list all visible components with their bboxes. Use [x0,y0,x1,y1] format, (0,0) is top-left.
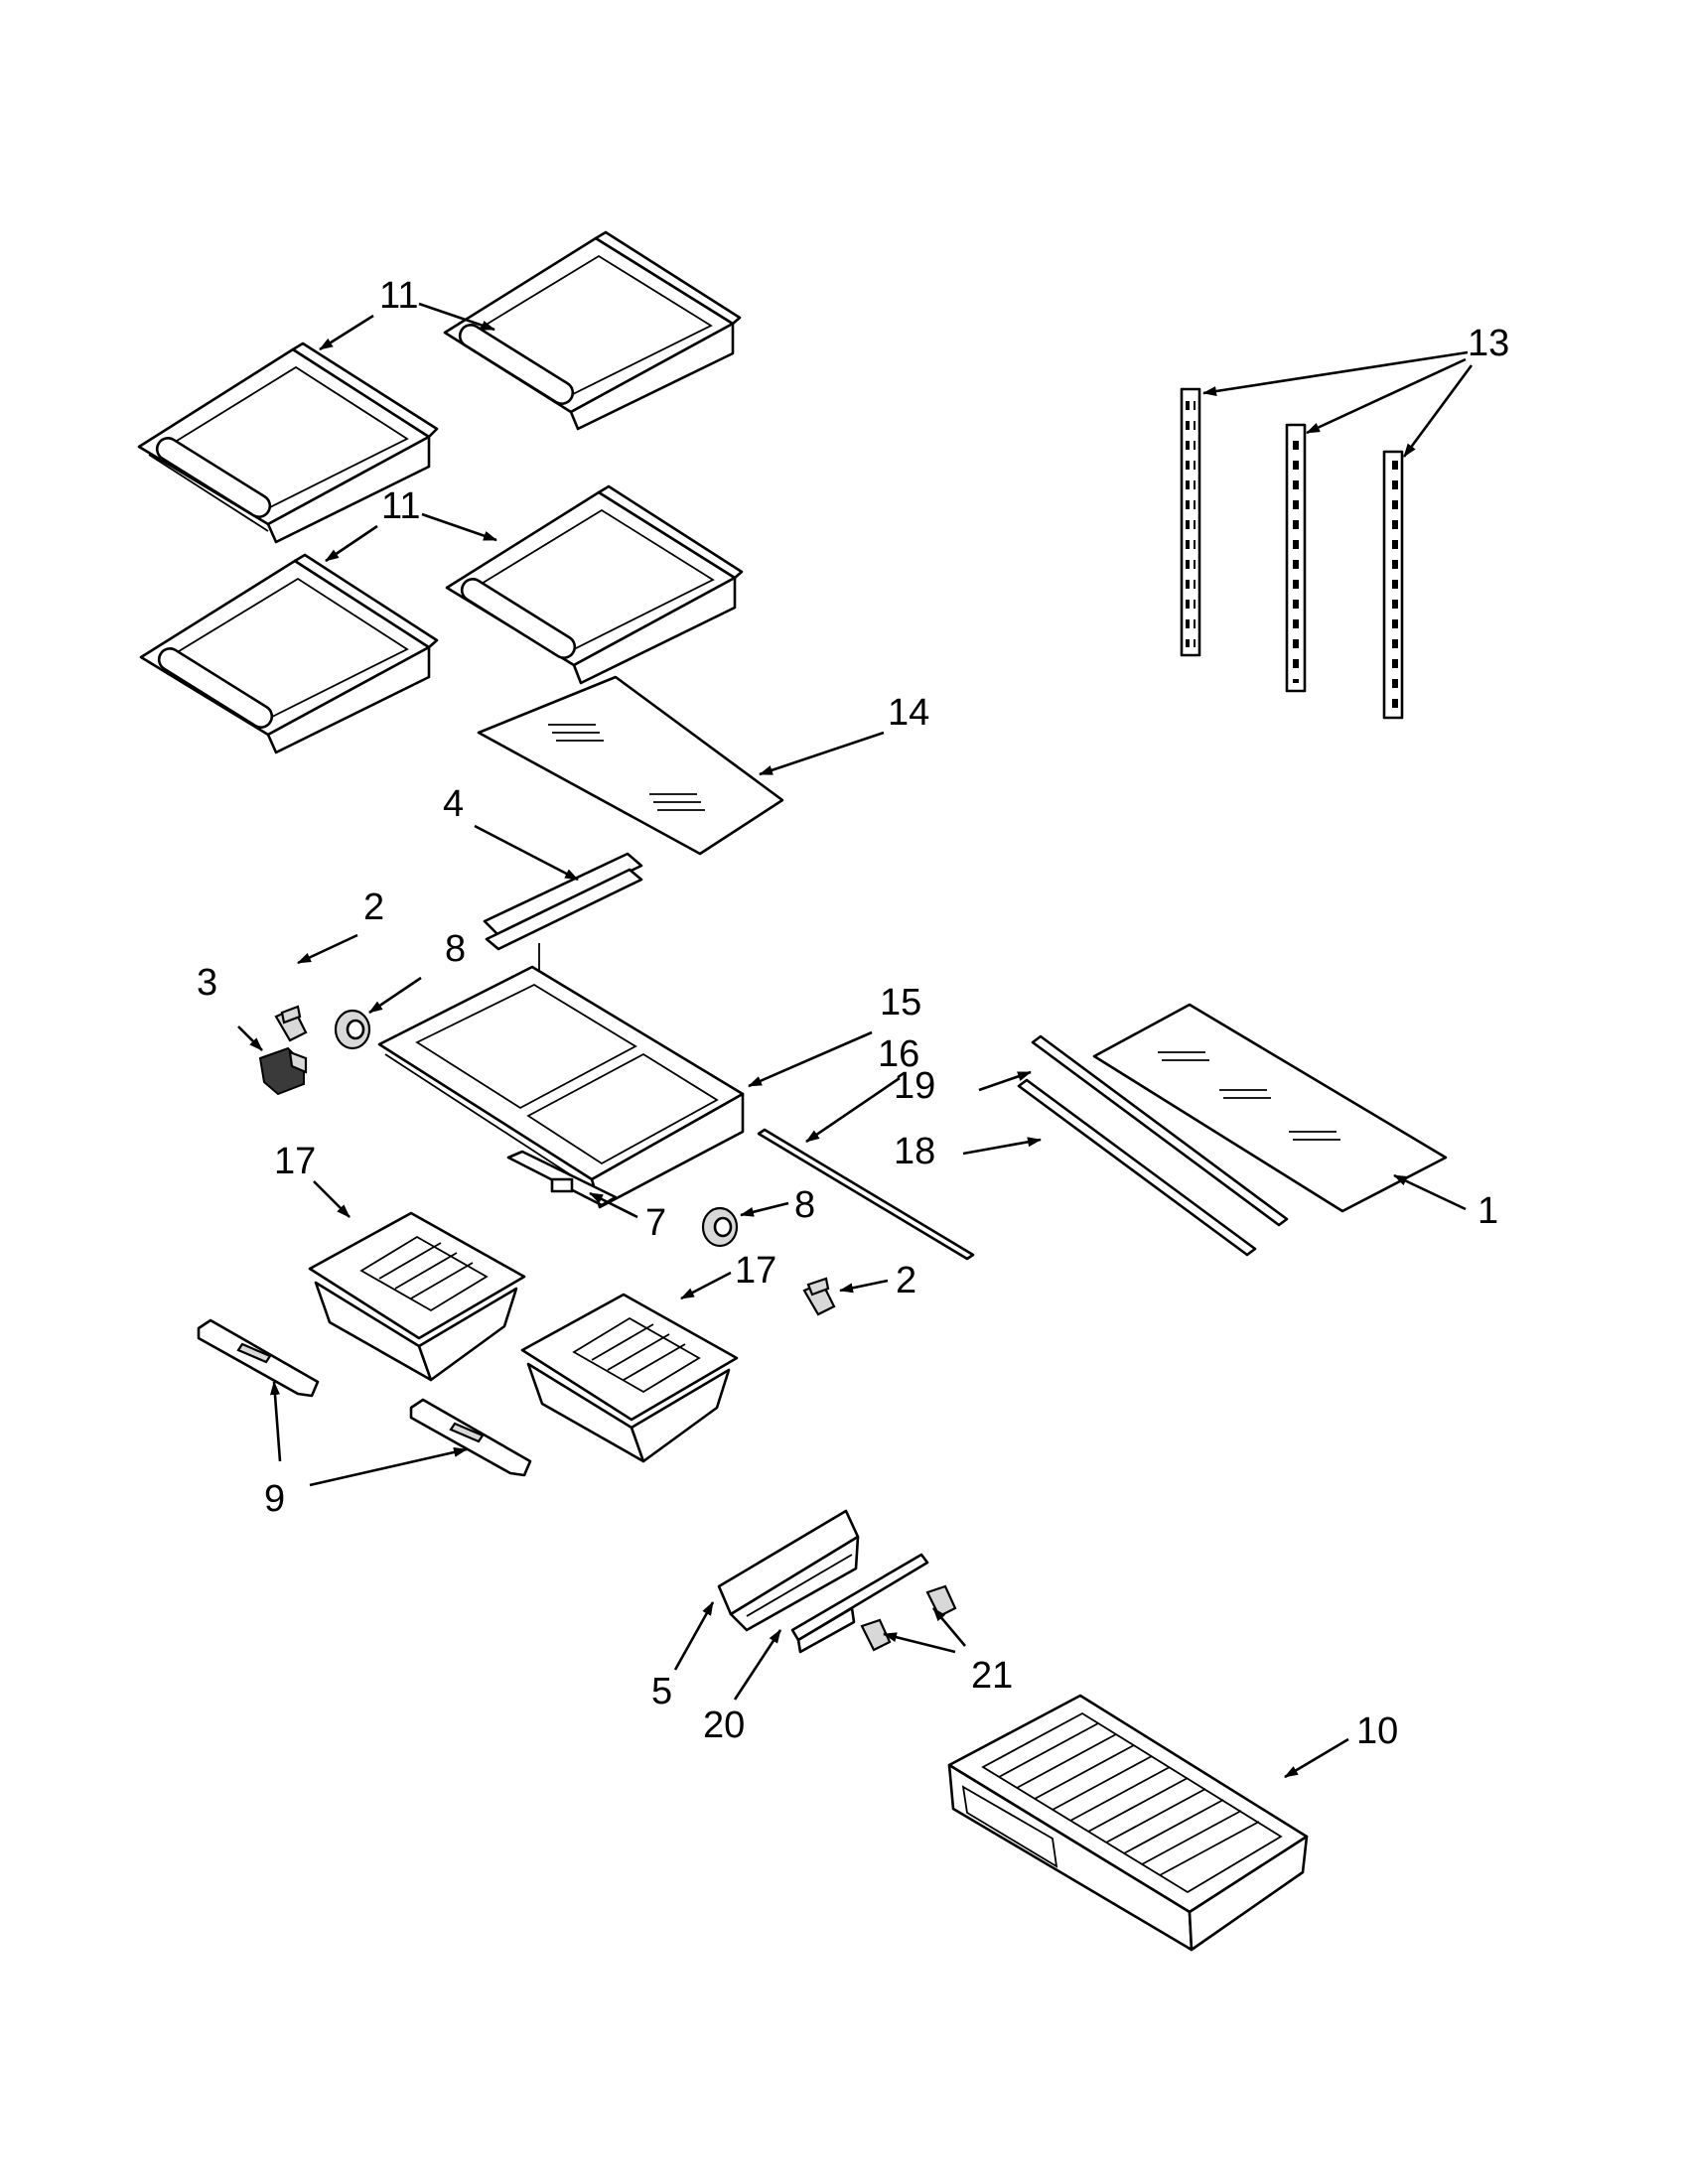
shelf-bottom-left [139,553,439,754]
callout-11-bottom: 11 [381,485,420,527]
crisper-bin-right [520,1293,739,1463]
shelf-standard-2 [1285,423,1307,693]
callout-18: 18 [894,1131,935,1172]
pan-slide-bracket-20 [790,1553,929,1654]
crisper-rail-4 [483,852,643,1082]
callout-9: 9 [264,1478,285,1520]
trim-strip-19 [1031,1034,1289,1227]
callout-16: 16 [878,1033,919,1075]
shelf-top-left [137,341,439,544]
callout-19: 19 [894,1065,935,1107]
shelf-top-right [443,230,742,431]
callout-8-upper: 8 [445,928,466,970]
shelf-standard-3 [1382,450,1404,720]
roller-8-upper [334,1009,371,1050]
leader-lines [237,302,1474,1779]
crisper-cover-frame [377,965,745,1209]
screw-2-upper [274,1005,308,1042]
callout-4: 4 [443,783,464,825]
callout-17-left: 17 [274,1141,316,1182]
callout-3: 3 [197,962,217,1004]
callout-21: 21 [971,1655,1013,1697]
crisper-bin-left [308,1211,526,1382]
callout-2-lower: 2 [896,1260,916,1301]
trim-strip-18 [1017,1078,1257,1257]
crisper-handle-left [197,1318,320,1398]
callout-1: 1 [1477,1190,1498,1232]
freezer-pan-10 [947,1694,1309,1952]
glass-shelf-upper [477,675,784,856]
callout-8-lower: 8 [794,1184,815,1226]
roller-8-lower [701,1206,739,1248]
callout-11-top: 11 [379,275,418,317]
callout-labels: 1 2 2 3 4 5 7 8 8 9 10 11 11 13 14 15 16… [197,275,1509,1752]
screw-2-lower [802,1277,836,1316]
callout-7: 7 [645,1202,666,1244]
callout-14: 14 [888,692,929,734]
callout-17-right: 17 [735,1250,776,1292]
callout-13: 13 [1468,323,1509,364]
callout-5: 5 [651,1671,672,1712]
crisper-divider-7 [506,1150,618,1207]
bracket-3 [258,1046,308,1096]
trim-strip-16 [757,1128,975,1261]
crisper-handle-right [409,1398,532,1477]
callout-20: 20 [703,1705,745,1746]
glass-shelf-lower [1092,1003,1448,1213]
pan-slide-5 [717,1509,860,1632]
callout-2-upper: 2 [363,887,384,928]
shelf-bottom-right [445,484,744,685]
callout-10: 10 [1356,1710,1398,1752]
callout-15: 15 [880,982,921,1024]
screw-21-upper [925,1584,957,1618]
shelf-standard-1 [1180,387,1201,657]
